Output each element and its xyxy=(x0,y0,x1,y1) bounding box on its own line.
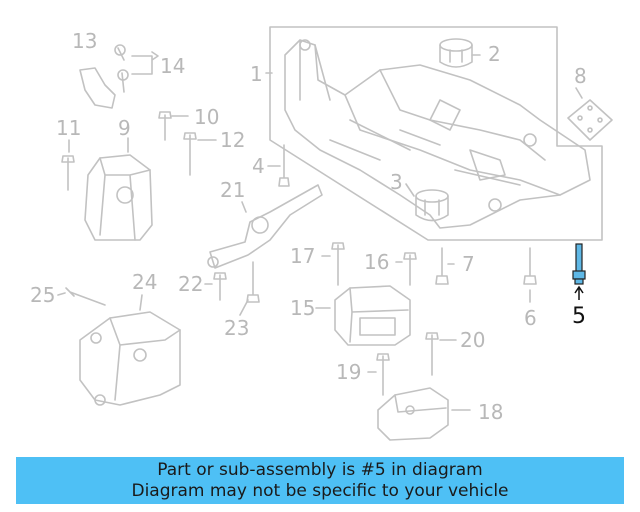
callout-19[interactable]: 19 xyxy=(336,360,362,384)
callout-6[interactable]: 6 xyxy=(524,306,537,330)
callout-10[interactable]: 10 xyxy=(194,105,220,129)
torque-link-part-21 xyxy=(207,184,323,269)
bolt-part-20 xyxy=(425,332,439,376)
bolt-part-4 xyxy=(278,144,290,187)
bolt-part-16 xyxy=(403,252,417,286)
bolt-part-17 xyxy=(331,242,345,286)
callout-20[interactable]: 20 xyxy=(460,328,486,352)
bolt-part-10 xyxy=(158,111,172,141)
callout-15[interactable]: 15 xyxy=(290,296,316,320)
engine-mount-part-9 xyxy=(84,154,153,241)
callout-23[interactable]: 23 xyxy=(224,316,250,340)
mount-part-2 xyxy=(439,38,473,68)
callout-17[interactable]: 17 xyxy=(290,244,316,268)
subframe-frame-outline xyxy=(269,26,603,241)
bolt-part-11 xyxy=(61,155,75,191)
callout-16[interactable]: 16 xyxy=(364,250,390,274)
mount-part-3 xyxy=(415,189,449,222)
callout-18[interactable]: 18 xyxy=(478,400,504,424)
callout-25[interactable]: 25 xyxy=(30,283,56,307)
bracket-part-24 xyxy=(79,311,181,406)
bolt-part-23 xyxy=(246,261,260,303)
callout-9[interactable]: 9 xyxy=(118,116,131,140)
banner-line-1: Part or sub-assembly is #5 in diagram xyxy=(157,460,483,480)
leader-lines xyxy=(57,51,583,411)
mount-part-18 xyxy=(377,387,449,441)
callout-12[interactable]: 12 xyxy=(220,128,246,152)
callout-21[interactable]: 21 xyxy=(220,178,246,202)
callout-1[interactable]: 1 xyxy=(250,62,263,86)
callout-5[interactable]: 5 xyxy=(572,304,586,329)
callout-13[interactable]: 13 xyxy=(72,29,98,53)
bolt-part-12 xyxy=(183,132,197,176)
bracket-part-13 xyxy=(79,67,116,109)
bolt-part-19 xyxy=(376,353,390,396)
callout-4[interactable]: 4 xyxy=(252,154,265,178)
subframe-part xyxy=(284,39,591,229)
callout-3[interactable]: 3 xyxy=(390,170,403,194)
callout-24[interactable]: 24 xyxy=(132,270,158,294)
bolt-part-7 xyxy=(435,247,449,285)
disclaimer-banner: Part or sub-assembly is #5 in diagram Di… xyxy=(16,457,624,504)
bolt-part-22 xyxy=(213,272,227,301)
bolt-part-25 xyxy=(65,287,106,306)
callout-5-arrow xyxy=(574,285,584,300)
banner-line-2: Diagram may not be specific to your vehi… xyxy=(131,481,509,501)
callout-11[interactable]: 11 xyxy=(56,116,82,140)
callout-7[interactable]: 7 xyxy=(462,252,475,276)
transmission-mount-part-15 xyxy=(334,285,411,346)
callout-22[interactable]: 22 xyxy=(178,272,204,296)
pad-part-8 xyxy=(567,99,613,141)
bolt-part-14 xyxy=(114,44,129,93)
callout-14[interactable]: 14 xyxy=(160,54,186,78)
bolt-part-5-highlighted xyxy=(572,243,586,285)
bolt-part-6 xyxy=(523,247,537,285)
callout-8[interactable]: 8 xyxy=(574,64,587,88)
callout-2[interactable]: 2 xyxy=(488,42,501,66)
